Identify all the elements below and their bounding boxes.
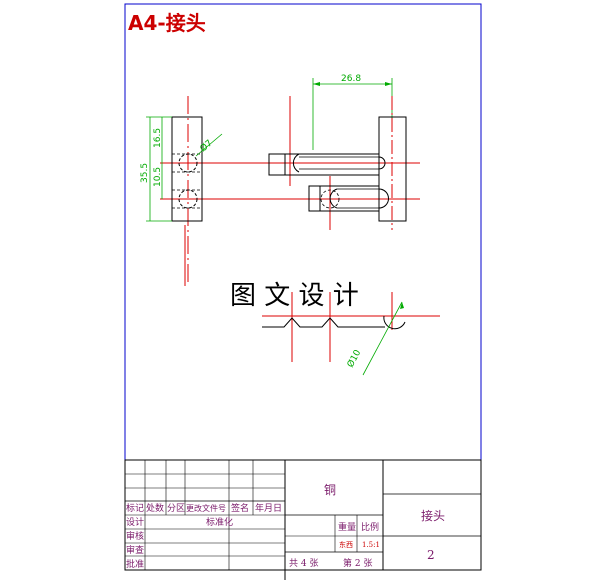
upper-slot xyxy=(299,156,379,170)
lower-hole-hidden xyxy=(320,189,340,209)
tb-scale-label: 比例 xyxy=(361,521,379,533)
title-block: 标记 处数 分区 更改文件号 签名 年月日 设计 标准化 审核 审查 批准 铜 … xyxy=(124,459,482,580)
upper-slot-end xyxy=(378,156,386,170)
front-view: 26.8 xyxy=(268,74,420,230)
tb-header-sign: 签名 xyxy=(231,502,249,514)
tb-header-date: 年月日 xyxy=(255,502,282,514)
dim-lower-spacing: 10.5 xyxy=(153,167,163,187)
tb-weight-label: 重量 xyxy=(338,521,356,533)
lower-arm-end xyxy=(308,185,321,212)
tb-row-design: 设计 xyxy=(126,516,144,528)
side-view-body xyxy=(171,116,203,222)
lower-slot xyxy=(337,188,379,209)
tb-header-zone: 分区 xyxy=(167,503,185,514)
tb-header-change: 更改文件号 xyxy=(186,503,226,513)
tb-header-mark: 标记 xyxy=(126,502,144,514)
dim-hole-leader xyxy=(195,133,223,157)
tb-weight-value: 东西 xyxy=(339,540,353,549)
tb-header-count: 处数 xyxy=(146,502,164,514)
tb-sheets-total: 共 4 张 xyxy=(289,558,318,569)
dim-total-height: 35.5 xyxy=(140,163,150,183)
dim-arrow xyxy=(313,82,320,86)
top-view-outline xyxy=(262,317,385,328)
dim-slot-diameter: Ø10 xyxy=(345,348,364,370)
tb-scale-value: 1.5:1 xyxy=(362,541,380,549)
tb-material: 铜 xyxy=(324,482,336,497)
dim-upper-spacing: 16.5 xyxy=(153,128,163,148)
tb-row-check: 审查 xyxy=(126,544,144,556)
lower-slot-arc xyxy=(329,188,338,209)
tb-drawing-no: 2 xyxy=(427,548,435,562)
dim-slot-leader xyxy=(362,301,403,376)
tb-row-standard: 标准化 xyxy=(206,516,233,528)
tb-sheet-no: 第 2 张 xyxy=(343,557,372,569)
dim-top-width: 26.8 xyxy=(341,74,361,84)
tb-part-name: 接头 xyxy=(421,508,445,523)
lower-arm xyxy=(320,185,379,212)
tb-row-approve: 批准 xyxy=(126,558,144,570)
top-view-arc xyxy=(383,315,406,330)
watermark-text: 图 文 设 计 xyxy=(230,281,359,311)
upper-arm-end xyxy=(268,153,286,176)
top-view: Ø10 xyxy=(184,225,440,376)
upper-arm xyxy=(285,153,379,176)
drawing-title: A4-接头 xyxy=(128,11,206,35)
lower-slot-end xyxy=(378,188,389,209)
dim-arrow xyxy=(385,82,392,86)
tb-row-review: 审核 xyxy=(126,530,144,542)
dim-arrow xyxy=(400,302,404,309)
side-view: 35.5 16.5 10.5 Ø7 xyxy=(140,96,300,286)
upper-slot-arc xyxy=(292,153,300,173)
